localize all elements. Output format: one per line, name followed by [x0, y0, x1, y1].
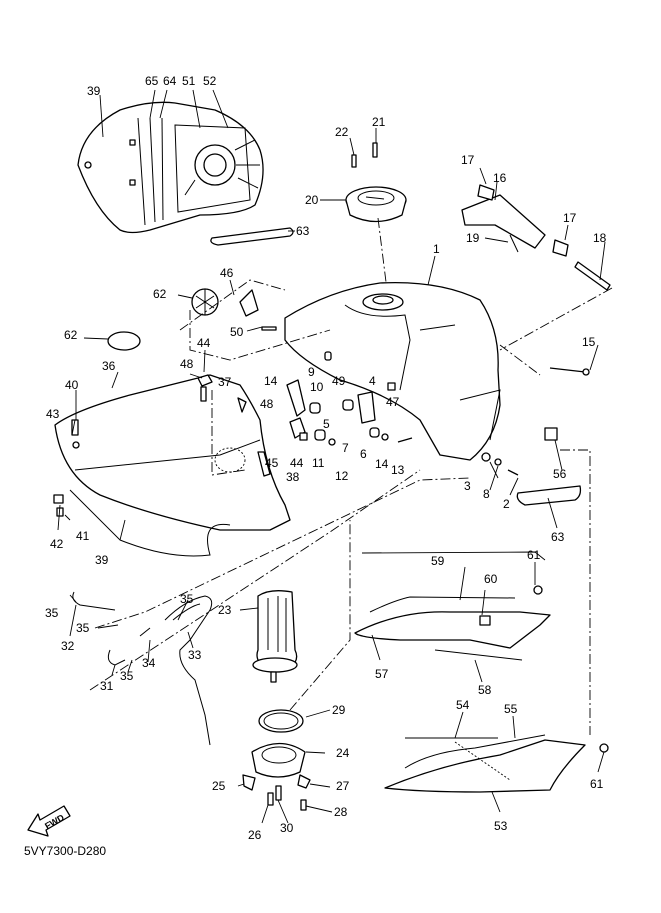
- callout-48-upper: 48: [180, 357, 194, 371]
- callout-5: 5: [323, 417, 330, 431]
- callout-16: 16: [493, 171, 507, 185]
- callout-27: 27: [336, 779, 350, 793]
- callout-39-top: 39: [87, 84, 101, 98]
- lower-cover-53: [384, 734, 609, 793]
- callout-58: 58: [478, 683, 492, 697]
- callout-41: 41: [76, 529, 90, 543]
- callout-56: 56: [553, 467, 567, 481]
- lower-cover-57: [354, 585, 551, 661]
- callout-50: 50: [230, 325, 244, 339]
- callout-19: 19: [466, 231, 480, 245]
- callout-3: 3: [464, 479, 471, 493]
- callout-17-right: 17: [563, 211, 577, 225]
- callout-8: 8: [483, 487, 490, 501]
- callout-48-lower: 48: [260, 397, 274, 411]
- callout-44-upper: 44: [197, 336, 211, 350]
- fuel-pump: [242, 590, 311, 811]
- callout-23: 23: [218, 603, 232, 617]
- callout-62-lower: 62: [64, 328, 78, 342]
- callout-10: 10: [310, 380, 324, 394]
- callout-65: 65: [145, 74, 159, 88]
- callout-6: 6: [360, 447, 367, 461]
- diagram-code: 5VY7300-D280: [24, 844, 107, 858]
- callout-18: 18: [593, 231, 607, 245]
- callout-32: 32: [61, 639, 75, 653]
- callout-53: 53: [494, 819, 508, 833]
- callout-35-a: 35: [45, 606, 59, 620]
- callout-54: 54: [456, 698, 470, 712]
- leader-lines: [57, 89, 606, 824]
- callout-33: 33: [188, 648, 202, 662]
- callout-62-upper: 62: [153, 287, 167, 301]
- callouts: 39 65 64 51 52 22 21 20 63 1 17 16 17 18…: [45, 74, 607, 842]
- callout-35-c: 35: [120, 669, 134, 683]
- callout-63-top: 63: [296, 224, 310, 238]
- hardware-right: [210, 227, 590, 506]
- callout-14-left: 14: [264, 374, 278, 388]
- callout-35-d: 35: [180, 592, 194, 606]
- bracket-assembly: [461, 184, 613, 351]
- callout-29: 29: [332, 703, 346, 717]
- callout-14-right: 14: [375, 457, 389, 471]
- callout-15: 15: [582, 335, 596, 349]
- callout-24: 24: [336, 746, 350, 760]
- callout-44-lower: 44: [290, 456, 304, 470]
- callout-28: 28: [334, 805, 348, 819]
- callout-31: 31: [100, 679, 114, 693]
- callout-12: 12: [335, 469, 349, 483]
- callout-4: 4: [369, 374, 376, 388]
- hardware-center: [237, 351, 413, 477]
- callout-49: 49: [332, 374, 346, 388]
- callout-26: 26: [248, 828, 262, 842]
- callout-55: 55: [504, 702, 518, 716]
- callout-17-left: 17: [461, 153, 475, 167]
- callout-42: 42: [50, 537, 64, 551]
- callout-52: 52: [203, 74, 217, 88]
- callout-45: 45: [265, 456, 279, 470]
- callout-37: 37: [218, 375, 232, 389]
- fuel-tank: [284, 281, 501, 461]
- callout-61-lower: 61: [590, 777, 604, 791]
- callout-59: 59: [431, 554, 445, 568]
- callout-57: 57: [375, 667, 389, 681]
- callout-20: 20: [305, 193, 319, 207]
- callout-35-b: 35: [76, 621, 90, 635]
- callout-51: 51: [182, 74, 196, 88]
- callout-38: 38: [286, 470, 300, 484]
- callout-36: 36: [102, 359, 116, 373]
- tank-bottom-view: [77, 101, 264, 234]
- callout-34: 34: [142, 656, 156, 670]
- callout-9: 9: [308, 365, 315, 379]
- callout-61-upper: 61: [527, 548, 541, 562]
- callout-46: 46: [220, 266, 234, 280]
- callout-30: 30: [280, 821, 294, 835]
- fuel-hoses: [72, 591, 213, 746]
- callout-2: 2: [503, 497, 510, 511]
- callout-7: 7: [342, 441, 349, 455]
- callout-47: 47: [386, 395, 400, 409]
- fuel-cap: [345, 142, 407, 283]
- fwd-arrow-icon: FWD: [27, 805, 71, 837]
- callout-43: 43: [46, 407, 60, 421]
- callout-64: 64: [163, 74, 177, 88]
- callout-25: 25: [212, 779, 226, 793]
- callout-40: 40: [65, 378, 79, 392]
- callout-1: 1: [433, 242, 440, 256]
- callout-13: 13: [391, 463, 405, 477]
- callout-11: 11: [312, 456, 325, 470]
- side-panel-36: [54, 288, 291, 557]
- callout-60: 60: [484, 572, 498, 586]
- callout-39-lower: 39: [95, 553, 109, 567]
- callout-21: 21: [372, 115, 386, 129]
- callout-63-right: 63: [551, 530, 565, 544]
- callout-22: 22: [335, 125, 349, 139]
